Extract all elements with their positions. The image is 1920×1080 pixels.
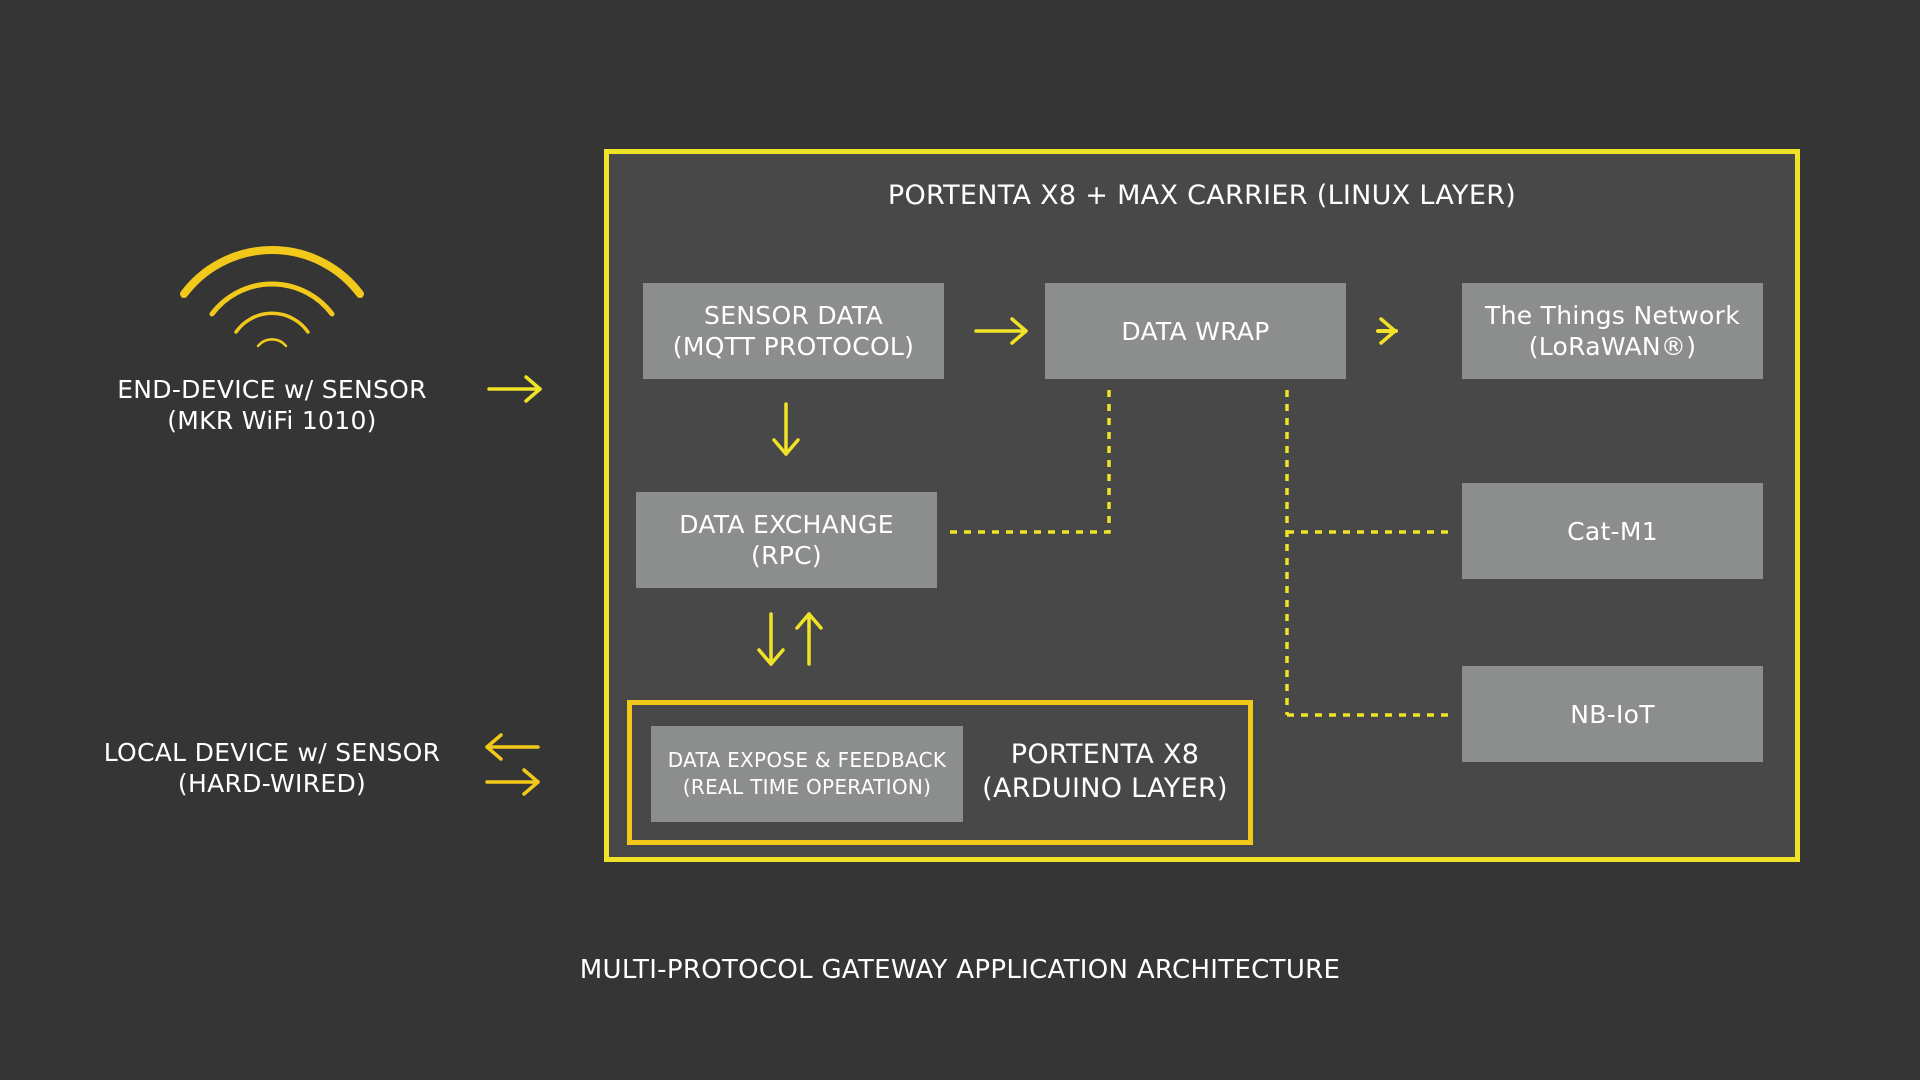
things-network-node: The Things Network (LoRaWAN®): [1462, 283, 1763, 379]
local-device-name: LOCAL DEVICE w/ SENSOR: [103, 738, 441, 767]
sensor-data-node: SENSOR DATA (MQTT PROTOCOL): [643, 283, 944, 379]
linux-layer-title: PORTENTA X8 + MAX CARRIER (LINUX LAYER): [887, 180, 1517, 211]
sensor-data-title: SENSOR DATA: [704, 301, 883, 330]
arduino-layer-title: PORTENTA X8 (ARDUINO LAYER): [970, 738, 1240, 806]
things-network-title: The Things Network: [1485, 301, 1740, 330]
data-expose-title: DATA EXPOSE & FEEDBACK: [667, 748, 947, 772]
sensor-data-protocol: (MQTT PROTOCOL): [672, 332, 915, 361]
end-device-label: END-DEVICE w/ SENSOR (MKR WiFi 1010): [112, 374, 432, 436]
local-device-label: LOCAL DEVICE w/ SENSOR (HARD-WIRED): [97, 737, 447, 799]
arduino-layer-title-line1: PORTENTA X8: [1010, 739, 1200, 770]
arduino-layer-frame: [627, 700, 1253, 845]
end-device-arrow: [487, 375, 542, 403]
things-network-protocol: (LoRaWAN®): [1528, 332, 1697, 361]
arduino-layer-title-line2: (ARDUINO LAYER): [982, 773, 1228, 804]
diagram-caption: MULTI-PROTOCOL GATEWAY APPLICATION ARCHI…: [579, 955, 1341, 985]
data-exchange-node: DATA EXCHANGE (RPC): [636, 492, 937, 588]
data-expose-subtitle: (REAL TIME OPERATION): [682, 775, 932, 799]
end-device-model: (MKR WiFi 1010): [167, 406, 377, 435]
wifi-icon: [180, 246, 364, 348]
nb-iot-node: NB-IoT: [1462, 666, 1763, 762]
end-device-name: END-DEVICE w/ SENSOR: [117, 375, 427, 404]
local-device-right-arrow: [485, 768, 540, 796]
data-wrap-title: DATA WRAP: [1121, 316, 1270, 346]
data-exchange-protocol: (RPC): [751, 541, 822, 570]
cat-m1-node: Cat-M1: [1462, 483, 1763, 579]
local-device-left-arrow: [485, 733, 540, 761]
data-wrap-node: DATA WRAP: [1045, 283, 1346, 379]
data-expose-node: DATA EXPOSE & FEEDBACK (REAL TIME OPERAT…: [651, 726, 963, 822]
data-exchange-title: DATA EXCHANGE: [679, 510, 894, 539]
local-device-connection: (HARD-WIRED): [177, 769, 367, 798]
cat-m1-title: Cat-M1: [1567, 516, 1658, 546]
nb-iot-title: NB-IoT: [1570, 699, 1655, 729]
